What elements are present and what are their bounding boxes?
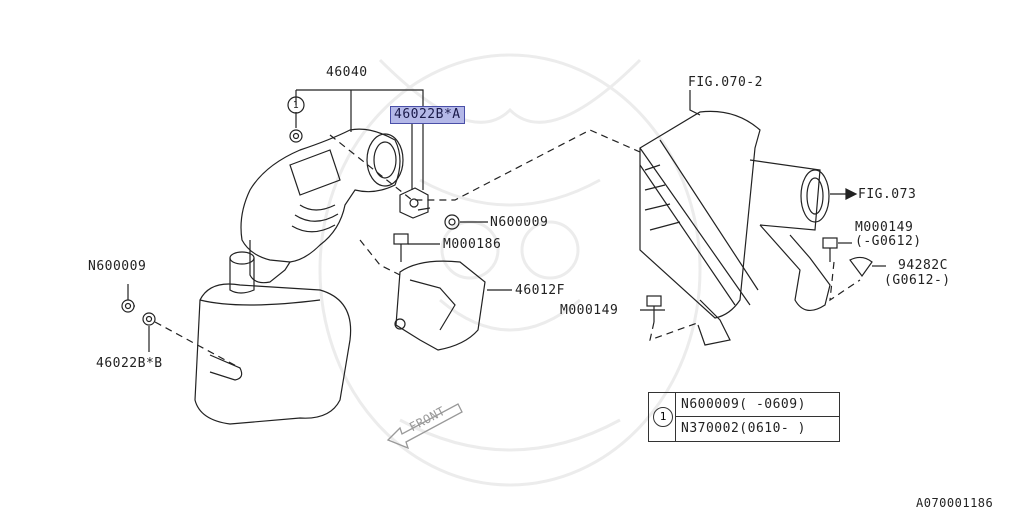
label-bolt-right[interactable]: M000149 [855,220,914,235]
label-fig-073[interactable]: FIG.073 [858,187,917,202]
note-table: 1 N600009( -0609) N370002(0610- ) [648,392,840,442]
label-nut-left[interactable]: N600009 [88,259,147,274]
callout-circle [287,96,305,114]
watermark-emblem [318,53,702,487]
note-callout-circle: 1 [653,407,673,427]
label-bolt-center[interactable]: M000186 [443,237,502,252]
label-bracket[interactable]: 46012F [515,283,565,298]
clip-part [399,187,431,219]
label-bolt-right-range: (-G0612) [855,234,922,249]
air-cleaner-case [639,110,831,346]
leader-lines [127,90,886,352]
label-bolt-lower[interactable]: M000149 [560,303,619,318]
note-row-divider [675,416,839,417]
note-row-1: N600009( -0609) [681,397,806,412]
note-row-2: N370002(0610- ) [681,421,806,436]
label-46040: 46040 [326,65,368,80]
resonator [194,283,352,425]
fasteners [121,129,873,326]
label-clip-right-range: (G0612-) [884,273,951,288]
bracket-46012F [394,260,486,351]
dashed-guides [154,129,861,369]
illustration-id: A070001186 [916,496,994,510]
callout-circle-label: 1 [292,100,300,111]
label-clip-left[interactable]: 46022B*B [96,356,163,371]
intake-hose [229,128,404,294]
highlighted-part-46022B-A[interactable]: 46022B*A [390,106,465,124]
label-clip-right[interactable]: 94282C [898,258,948,273]
label-fig-070-2[interactable]: FIG.070-2 [688,75,763,90]
note-divider [675,393,676,441]
front-arrow [386,403,463,450]
label-nut-center[interactable]: N600009 [490,215,549,230]
